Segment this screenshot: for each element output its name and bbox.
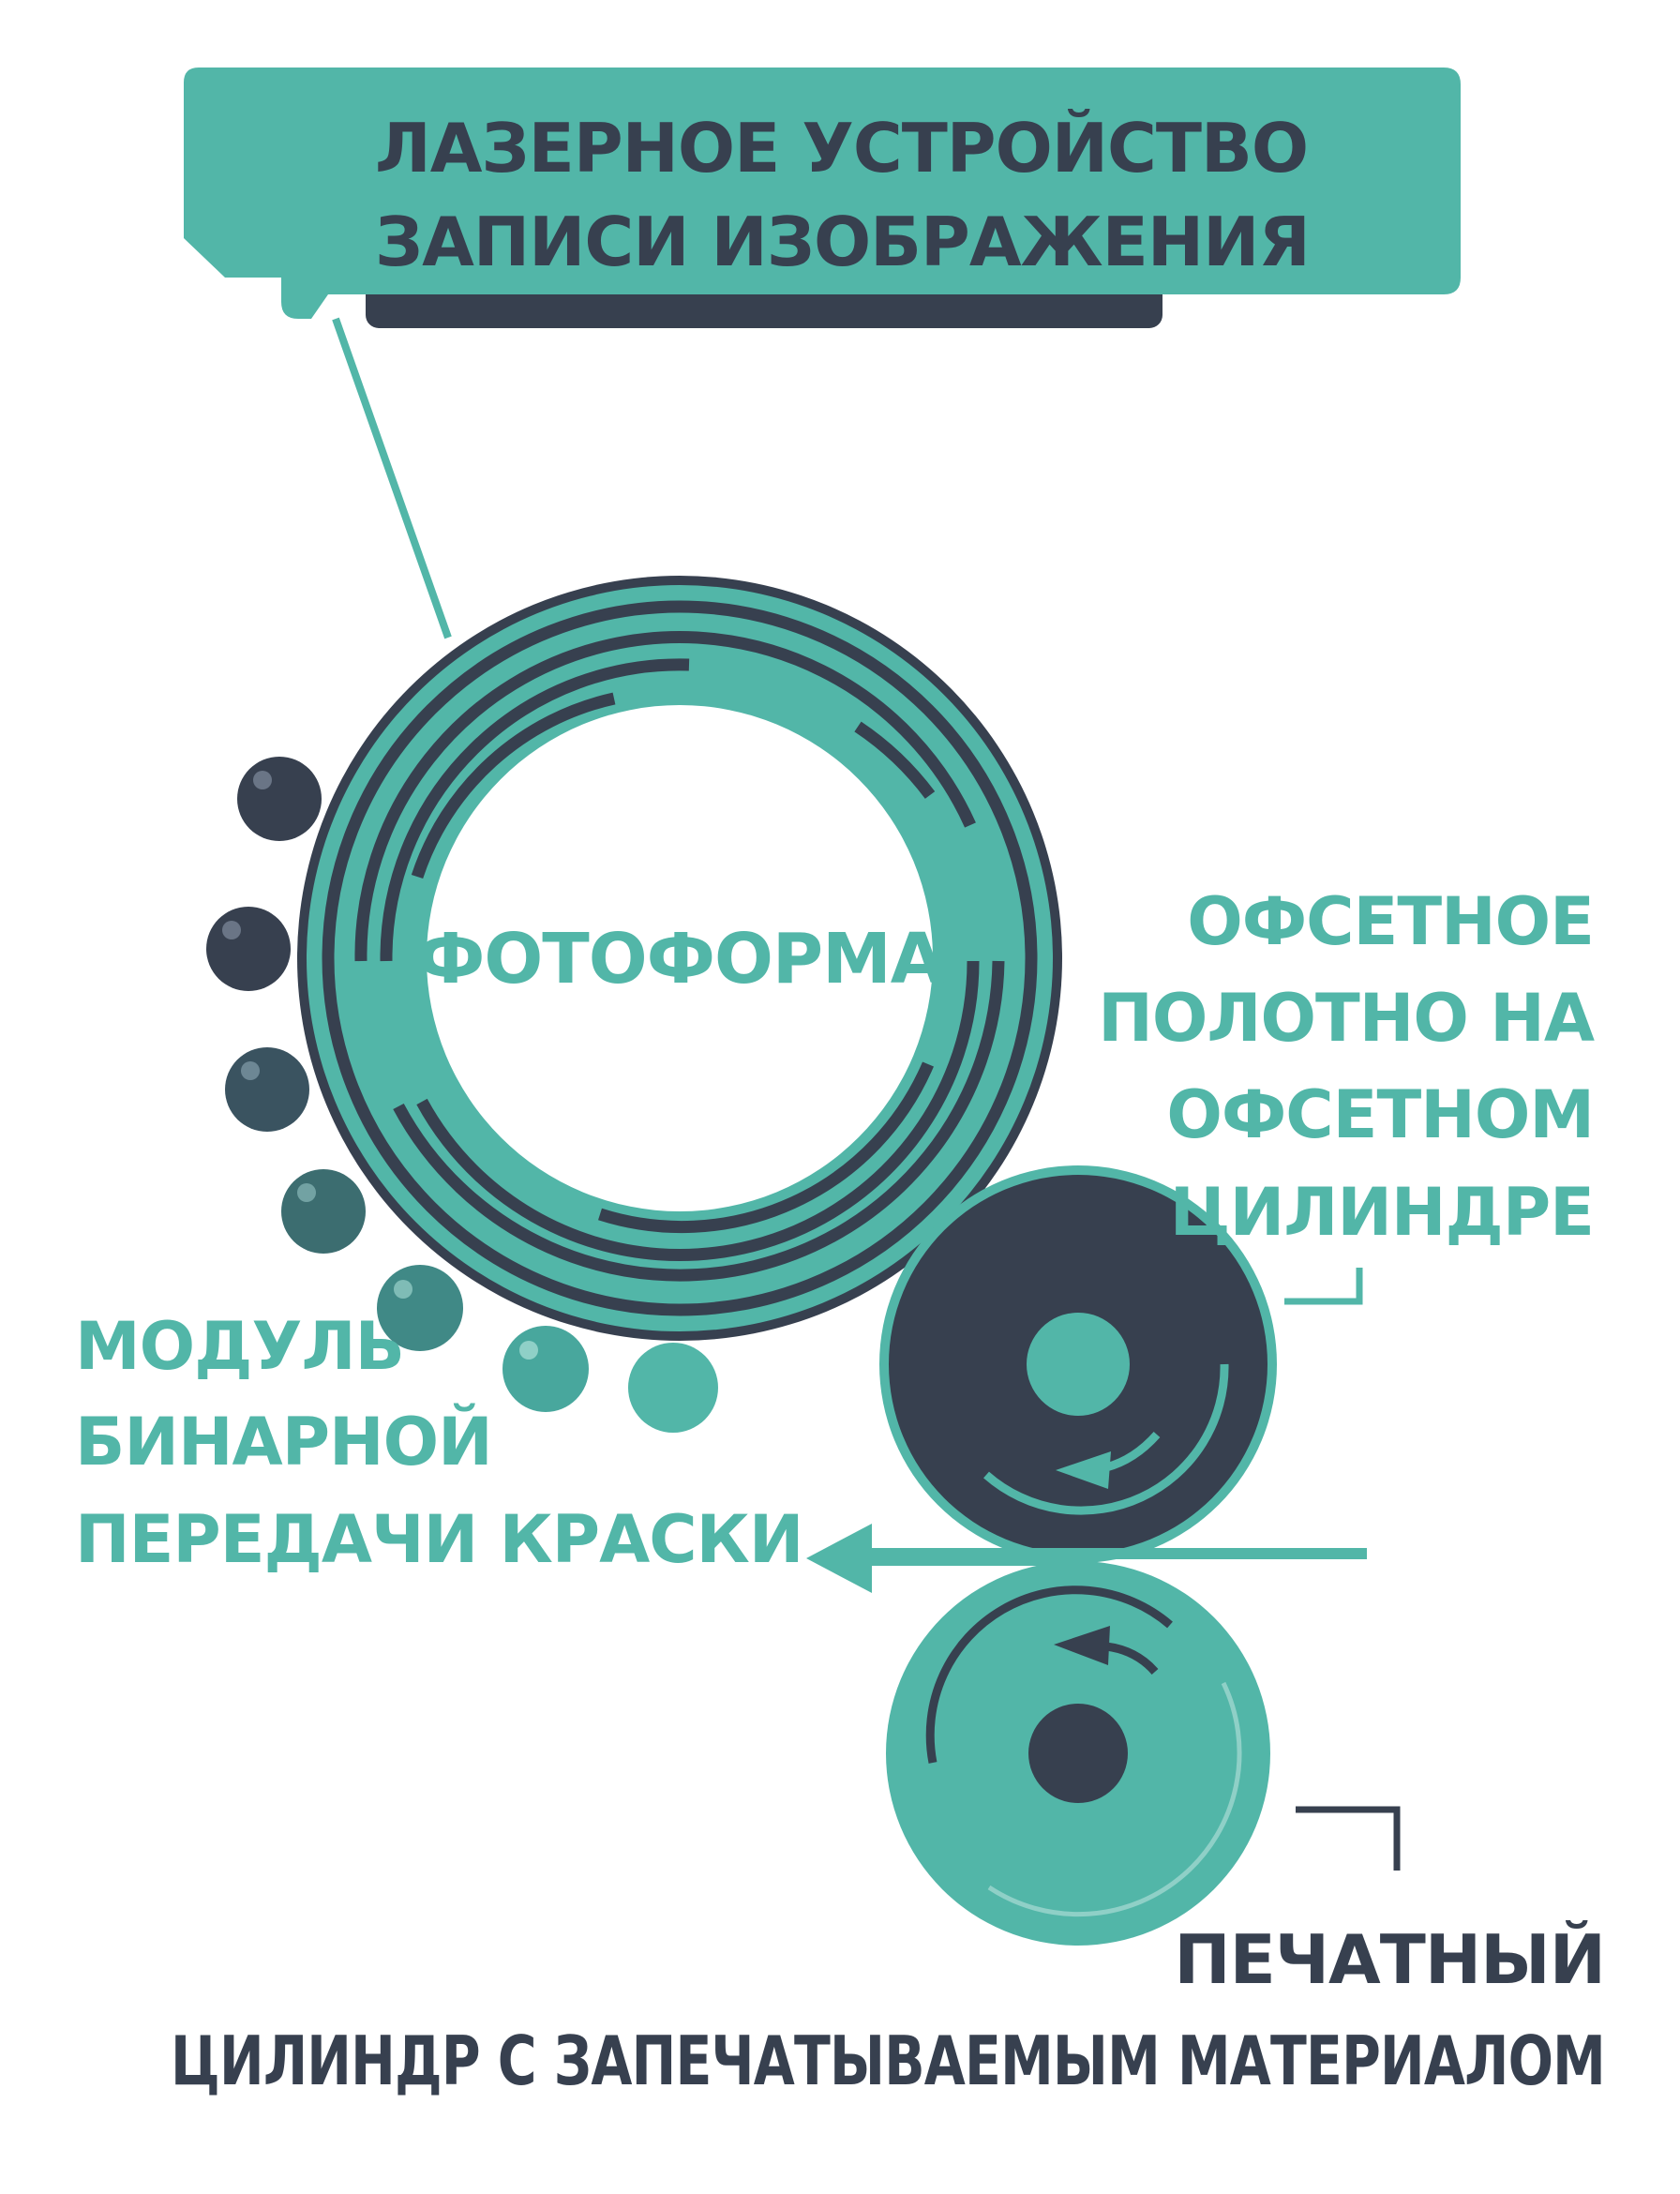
impression-cylinder-label: ПЕЧАТНЫЙ ЦИЛИНДР С ЗАПЕЧАТЫВАЕМЫМ МАТЕРИ… <box>171 1806 1606 2100</box>
impression-cylinder-inner-highlight <box>987 1681 1242 1917</box>
photoform-label: ФОТОФОРМА <box>416 919 944 999</box>
photoform-ring-line <box>354 631 976 962</box>
laser-device-title-line2: ЗАПИСИ ИЗОБРАЖЕНИЯ <box>375 203 1310 281</box>
feed-arrow-icon <box>806 1524 872 1593</box>
rotation-arrow-icon <box>1056 1451 1111 1489</box>
ink-ball <box>225 1047 309 1132</box>
rotation-arrow-icon <box>1054 1626 1110 1665</box>
photoform-cylinder: ФОТОФОРМА <box>297 576 1062 1341</box>
ink-ball <box>628 1343 718 1433</box>
ink-module-label: МОДУЛЬ БИНАРНОЙ ПЕРЕДАЧИ КРАСКИ <box>75 1308 803 1578</box>
photoform-ring-line <box>598 1061 934 1234</box>
rotation-arc <box>983 1363 1229 1515</box>
photoform-ring-line <box>322 600 1038 1316</box>
ink-module-label-line3: ПЕРЕДАЧИ КРАСКИ <box>75 1501 802 1578</box>
laser-beam-line <box>332 317 452 639</box>
ink-module-label-line1: МОДУЛЬ <box>75 1308 404 1385</box>
laser-device: ЛАЗЕРНОЕ УСТРОЙСТВО ЗАПИСИ ИЗОБРАЖЕНИЯ <box>184 68 1461 328</box>
photoform-ring-line <box>854 721 936 799</box>
ink-ball-highlight <box>394 1280 412 1299</box>
offset-blanket-cylinder <box>879 1165 1277 1563</box>
ink-ball-highlight <box>222 921 241 939</box>
rotation-arc <box>1105 1642 1159 1676</box>
offset-blanket-pointer <box>1284 1268 1363 1305</box>
offset-blanket-label-line2: ПОЛОТНО НА <box>1098 980 1595 1057</box>
photoform-ring-line <box>380 658 690 962</box>
photoform-center <box>427 705 933 1211</box>
photoform-ring-line <box>393 960 1005 1282</box>
ink-ball-highlight <box>519 1341 538 1360</box>
rotation-arc <box>1104 1431 1161 1472</box>
impression-cylinder-label-line2: ЦИЛИНДР С ЗАПЕЧАТЫВАЕМЫМ МАТЕРИАЛОМ <box>171 2021 1605 2100</box>
ink-ball <box>281 1169 366 1254</box>
offset-blanket-label-line1: ОФСЕТНОЕ <box>1187 883 1594 960</box>
laser-device-title-line1: ЛАЗЕРНОЕ УСТРОЙСТВО <box>375 109 1308 188</box>
ink-ball-highlight <box>241 1061 260 1080</box>
photoform-ring-line <box>416 960 980 1262</box>
ink-transfer-balls <box>206 757 718 1433</box>
ink-ball <box>206 907 291 991</box>
offset-cylinder-hub <box>1027 1313 1130 1416</box>
ink-ball <box>502 1326 589 1412</box>
ink-module-label-line2: БИНАРНОЙ <box>75 1404 492 1480</box>
photoform-ring-line <box>411 692 616 879</box>
offset-blanket-label-line4: ЦИЛИНДРЕ <box>1170 1174 1594 1251</box>
impression-cylinder <box>886 1561 1270 1946</box>
impression-cylinder-label-line1: ПЕЧАТНЫЙ <box>1174 1920 1605 1999</box>
substrate-feed <box>806 1524 1367 1593</box>
offset-blanket-label-line3: ОФСЕТНОМ <box>1166 1076 1594 1153</box>
ink-ball-highlight <box>253 771 272 789</box>
offset-blanket-label: ОФСЕТНОЕ ПОЛОТНО НА ОФСЕТНОМ ЦИЛИНДРЕ <box>1098 883 1596 1305</box>
impression-cylinder-hub <box>1028 1704 1128 1803</box>
ink-ball-highlight <box>297 1183 316 1202</box>
ink-ball <box>237 757 322 841</box>
rotation-arc <box>925 1585 1173 1764</box>
laser-device-body <box>184 68 1461 319</box>
impression-cylinder-pointer <box>1296 1806 1401 1871</box>
